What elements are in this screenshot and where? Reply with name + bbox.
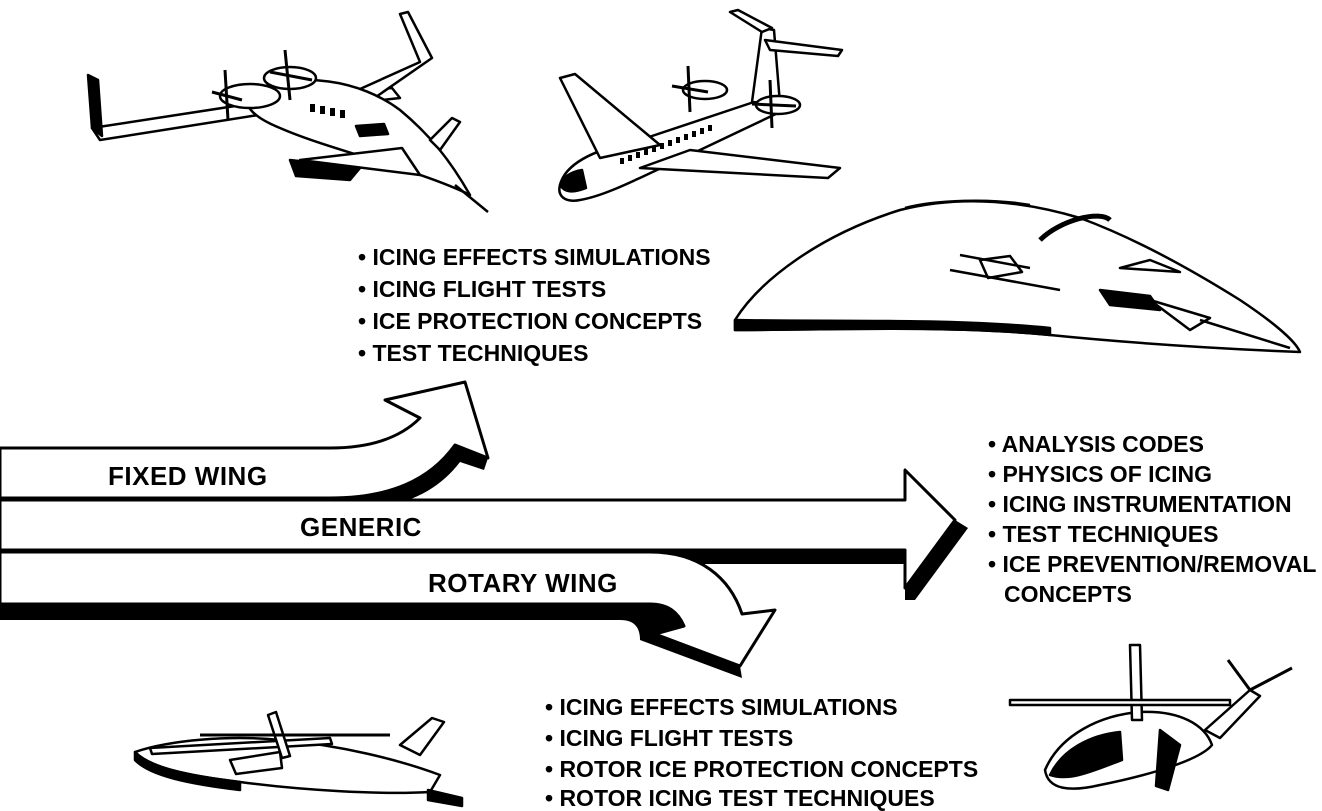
list-item: • ANALYSIS CODES — [988, 431, 1204, 457]
list-item: • ROTOR ICING TEST TECHNIQUES — [545, 785, 935, 811]
fixed-wing-label: FIXED WING — [108, 461, 268, 491]
generic-arrow — [0, 468, 968, 600]
list-item: • ICE PROTECTION CONCEPTS — [358, 308, 702, 334]
fixed-wing-topics-list: • ICING EFFECTS SIMULATIONS • ICING FLIG… — [358, 244, 711, 366]
list-item: • ROTOR ICE PROTECTION CONCEPTS — [545, 756, 978, 782]
list-item: • ICE PREVENTION/REMOVAL — [988, 551, 1316, 577]
fighter-aircraft-illustration — [733, 199, 1302, 354]
rotary-wing-label: ROTARY WING — [428, 568, 618, 598]
list-item: • ICING FLIGHT TESTS — [545, 725, 793, 751]
list-item: • ICING EFFECTS SIMULATIONS — [545, 694, 898, 720]
stopped-rotor-aircraft-illustration — [133, 710, 464, 808]
list-item: • ICING FLIGHT TESTS — [358, 276, 606, 302]
generic-topics-list: • ANALYSIS CODES • PHYSICS OF ICING • IC… — [988, 431, 1316, 607]
helicopter-illustration — [1008, 643, 1293, 792]
list-item: • ICING INSTRUMENTATION — [988, 491, 1292, 517]
list-item: • PHYSICS OF ICING — [988, 461, 1212, 487]
rotary-wing-topics-list: • ICING EFFECTS SIMULATIONS • ICING FLIG… — [545, 694, 978, 811]
list-item: CONCEPTS — [1004, 581, 1132, 607]
generic-label: GENERIC — [300, 512, 422, 542]
rotary-wing-arrow — [0, 550, 777, 678]
propfan-transport-illustration — [558, 8, 844, 202]
pusher-prop-aircraft-illustration — [86, 10, 489, 213]
list-item: • TEST TECHNIQUES — [988, 521, 1218, 547]
list-item: • ICING EFFECTS SIMULATIONS — [358, 244, 711, 270]
list-item: • TEST TECHNIQUES — [358, 340, 588, 366]
fixed-wing-arrow — [0, 380, 490, 512]
